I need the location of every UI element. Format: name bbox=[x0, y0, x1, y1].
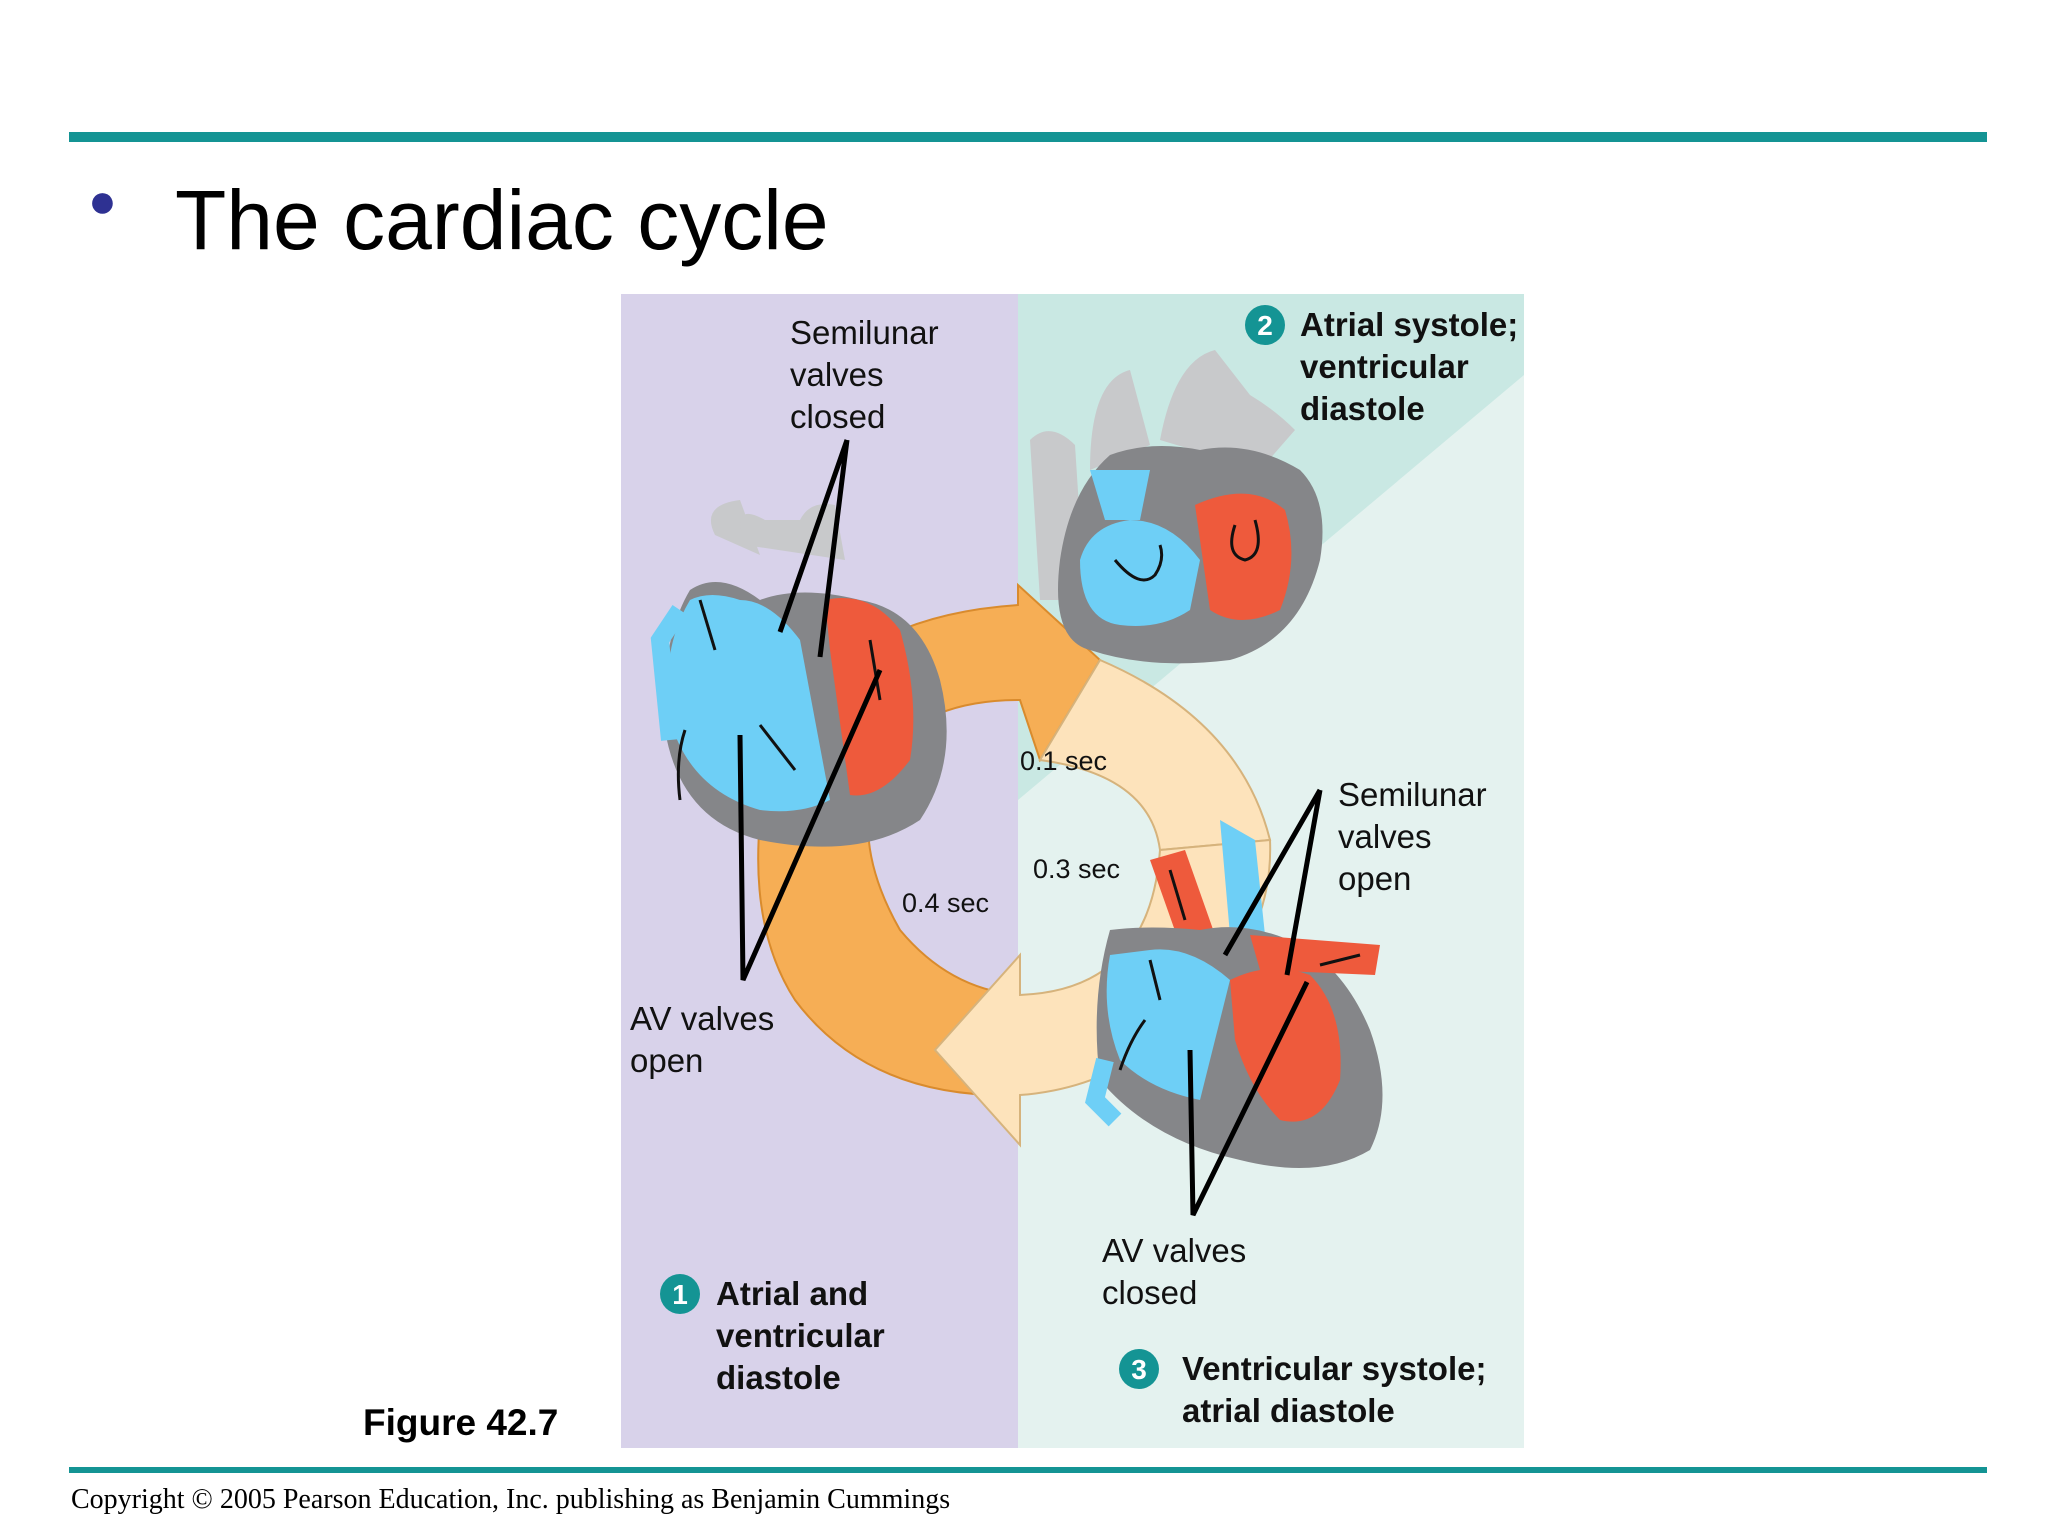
label-av-open: AV valves open bbox=[630, 1000, 783, 1079]
phase-1-caption: 1 Atrial and ventricular diastole bbox=[660, 1274, 894, 1396]
phase-3-caption: 3 Ventricular systole; atrial diastole bbox=[1119, 1349, 1496, 1429]
duration-ventricular-systole: 0.3 sec bbox=[1033, 854, 1120, 884]
phase-1-badge bbox=[660, 1274, 700, 1314]
duration-atrial-systole: 0.1 sec bbox=[1020, 746, 1107, 776]
leader-semilunar-open bbox=[1222, 788, 1323, 976]
leader-semilunar-closed bbox=[777, 439, 850, 658]
slide-heading: ● The cardiac cycle bbox=[88, 170, 829, 270]
phase-2-badge bbox=[1245, 305, 1285, 345]
label-av-closed: AV valves closed bbox=[1102, 1232, 1255, 1311]
bottom-rule bbox=[69, 1467, 1987, 1473]
svg-text:1: 1 bbox=[672, 1279, 688, 1310]
cycle-arrow-atrial-systole bbox=[1038, 658, 1272, 852]
copyright-notice: Copyright © 2005 Pearson Education, Inc.… bbox=[71, 1484, 951, 1515]
figure-label: Figure 42.7 bbox=[363, 1402, 559, 1443]
label-semilunar-closed: Semilunar valves closed bbox=[790, 314, 948, 435]
svg-text:3: 3 bbox=[1131, 1354, 1147, 1385]
top-rule bbox=[69, 132, 1987, 142]
phase-3-badge bbox=[1119, 1349, 1159, 1389]
heart-atrial-systole bbox=[1030, 350, 1323, 664]
svg-text:Atrial systole; ventricu: Atrial systole; ventricular diastole bbox=[1300, 306, 1527, 427]
phase-2-caption: 2 Atrial systole; ventricular diastole bbox=[1245, 305, 1527, 427]
slide-title: The cardiac cycle bbox=[175, 173, 829, 267]
bullet-icon: ● bbox=[88, 175, 117, 228]
duration-diastole: 0.4 sec bbox=[902, 888, 989, 918]
label-semilunar-open: Semilunar valves open bbox=[1338, 776, 1496, 897]
svg-text:Atrial and ventricular: Atrial and ventricular diastole bbox=[716, 1275, 894, 1396]
leader-av-open bbox=[737, 668, 883, 982]
leader-av-closed bbox=[1187, 980, 1310, 1217]
svg-text:Ventricular systole; atr: Ventricular systole; atrial diastole bbox=[1182, 1350, 1496, 1429]
svg-text:2: 2 bbox=[1257, 310, 1273, 341]
